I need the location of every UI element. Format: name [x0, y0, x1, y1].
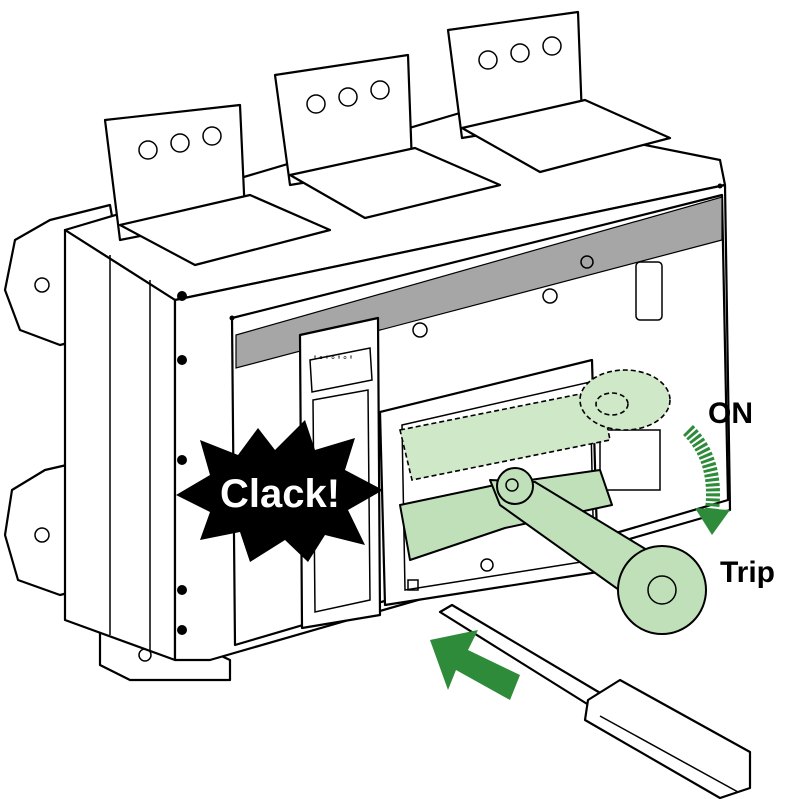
sound-burst: [176, 420, 383, 562]
sound-label: Clack!: [220, 472, 340, 516]
on-label: ON: [708, 397, 753, 430]
arrow-up-left-icon: [430, 630, 520, 700]
screwdriver: [438, 603, 752, 799]
svg-text:'°'°'°': '°'°'°': [312, 355, 354, 367]
handle-trip-position: [399, 467, 707, 635]
curved-arrow-down-icon: [682, 425, 730, 535]
trip-label: Trip: [720, 556, 775, 589]
handle-on-position: [399, 369, 671, 481]
terminal-plates: [103, 10, 672, 267]
